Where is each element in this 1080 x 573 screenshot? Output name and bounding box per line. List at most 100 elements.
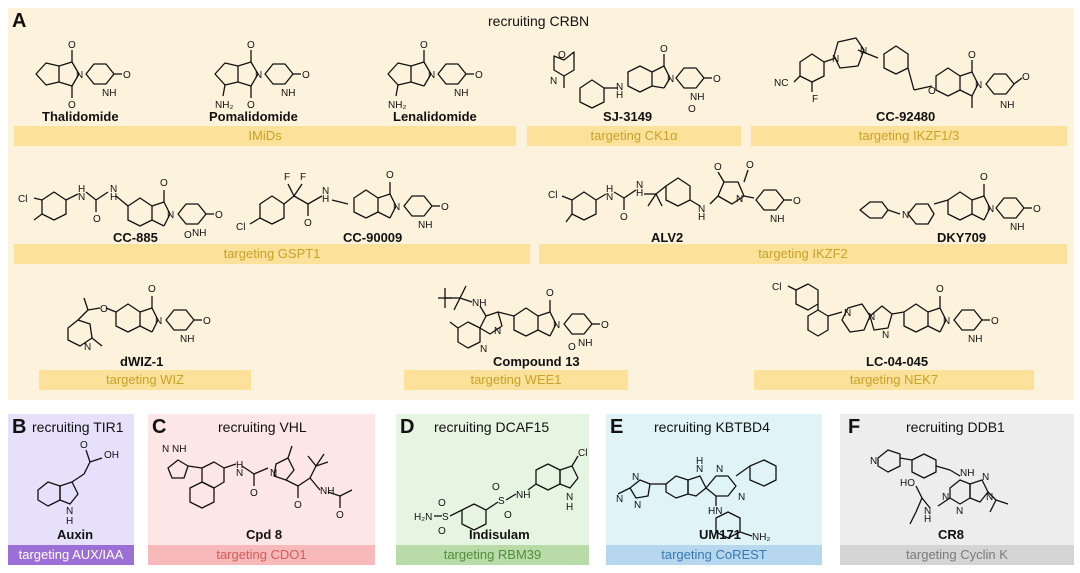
svg-text:S: S [442,512,449,523]
svg-text:NH: NH [1000,100,1014,111]
svg-text:N: N [110,184,117,195]
svg-text:O: O [148,284,156,295]
svg-text:O: O [420,40,428,51]
svg-text:N: N [606,192,613,203]
svg-text:N: N [982,472,989,483]
dky709-structure: N O N O NH [859,172,1041,233]
target-bar-wiz: targeting WIZ [39,370,251,390]
svg-text:Cl: Cl [18,194,27,205]
svg-text:Cl: Cl [236,222,245,233]
compound-thalidomide: Thalidomide [42,109,119,124]
panel-f-letter: F [848,416,861,438]
svg-text:O: O [123,70,131,81]
svg-text:N: N [844,308,851,319]
svg-text:O: O [504,510,512,521]
lc-04-045-structure: Cl N N N O N O NH [772,282,999,345]
svg-text:N: N [236,468,243,479]
svg-text:O: O [688,104,696,115]
svg-text:O: O [386,170,394,181]
svg-text:H₂N: H₂N [414,512,432,523]
svg-text:H: H [616,90,623,101]
svg-text:F: F [300,172,306,183]
svg-text:N: N [942,492,949,503]
svg-text:O: O [980,172,988,183]
svg-text:N: N [550,76,557,87]
svg-text:O: O [438,498,446,509]
svg-text:O: O [1033,204,1041,215]
compound-cc-92480: CC-92480 [876,109,936,124]
panel-b-tir1: B recruiting TIR1 OH O N H Auxin targeti… [8,414,134,565]
svg-text:O: O [203,316,211,327]
svg-text:N: N [494,326,501,337]
indisulam-structure: H₂N S OO S OO NH Cl NH [414,448,587,537]
svg-text:N: N [667,74,674,85]
svg-text:O: O [475,70,483,81]
svg-text:NH: NH [578,338,592,349]
svg-text:O: O [714,162,722,173]
cc-885-structure: Cl HN O NH O N O NH O [18,178,223,241]
svg-text:N: N [902,210,909,221]
svg-text:N: N [870,456,877,467]
svg-text:N: N [255,70,262,81]
lenalidomide-structure: O N O NH NH₂ [387,40,483,111]
svg-text:O: O [492,482,500,493]
panel-a-title: recruiting CRBN [488,13,590,29]
svg-text:O: O [215,210,223,221]
compound-13-structure: NH N N O N O NH O [438,285,609,355]
svg-text:O: O [160,178,168,189]
pomalidomide-structure: OO N O NH NH₂ [214,40,310,111]
svg-text:N: N [162,444,169,455]
svg-text:NH: NH [320,486,334,497]
compound-cc-90009: CC-90009 [343,230,403,245]
svg-text:O: O [660,44,668,55]
svg-text:N: N [882,330,889,341]
panel-c-letter: C [152,416,167,438]
sj-3149-structure: O N HN O N O NH O [550,44,721,115]
svg-text:N: N [480,344,487,355]
svg-text:F: F [812,94,818,105]
svg-text:O: O [247,40,255,51]
svg-text:NH: NH [454,88,468,99]
svg-text:H: H [698,212,705,223]
svg-text:H: H [236,460,243,471]
svg-text:N: N [924,506,931,517]
svg-text:O: O [441,202,449,213]
svg-text:O: O [247,100,255,111]
target-bar-ck1a: targeting CK1α [527,126,741,146]
svg-text:N: N [868,312,875,323]
panel-f-title: recruiting DDB1 [906,419,1005,435]
svg-text:N: N [634,500,641,511]
svg-text:O: O [546,288,554,299]
panel-c-title: recruiting VHL [218,419,307,435]
compound-13: Compound 13 [493,354,580,369]
compound-um171: UM171 [699,527,741,542]
svg-text:NH: NH [960,468,974,479]
svg-text:N: N [860,46,867,57]
compound-lc-04-045: LC-04-045 [866,354,929,369]
svg-text:N: N [956,506,963,517]
svg-text:O: O [100,304,108,315]
target-bar-imids: IMiDs [14,126,516,146]
svg-text:NH: NH [281,88,295,99]
svg-text:S: S [498,496,505,507]
svg-text:N: N [943,316,950,327]
svg-text:O: O [93,214,101,225]
auxin-structure: OH O N H [37,440,119,527]
svg-text:O: O [928,86,936,97]
thalidomide-structure: OO N O NH [35,40,131,111]
target-bar-cyclin-k: targeting Cyclin K [840,545,1074,565]
svg-text:NH: NH [192,228,206,239]
target-bar-rbm39: targeting RBM39 [396,545,589,565]
compound-lenalidomide: Lenalidomide [393,109,477,124]
target-bar-aux-iaa: targeting AUX/IAA [8,545,134,565]
svg-text:NH: NH [180,334,194,345]
svg-text:O: O [336,510,344,521]
svg-text:N: N [553,320,560,331]
panel-d-title: recruiting DCAF15 [434,419,550,435]
svg-text:NH: NH [516,490,530,501]
svg-text:NH₂: NH₂ [388,100,406,111]
